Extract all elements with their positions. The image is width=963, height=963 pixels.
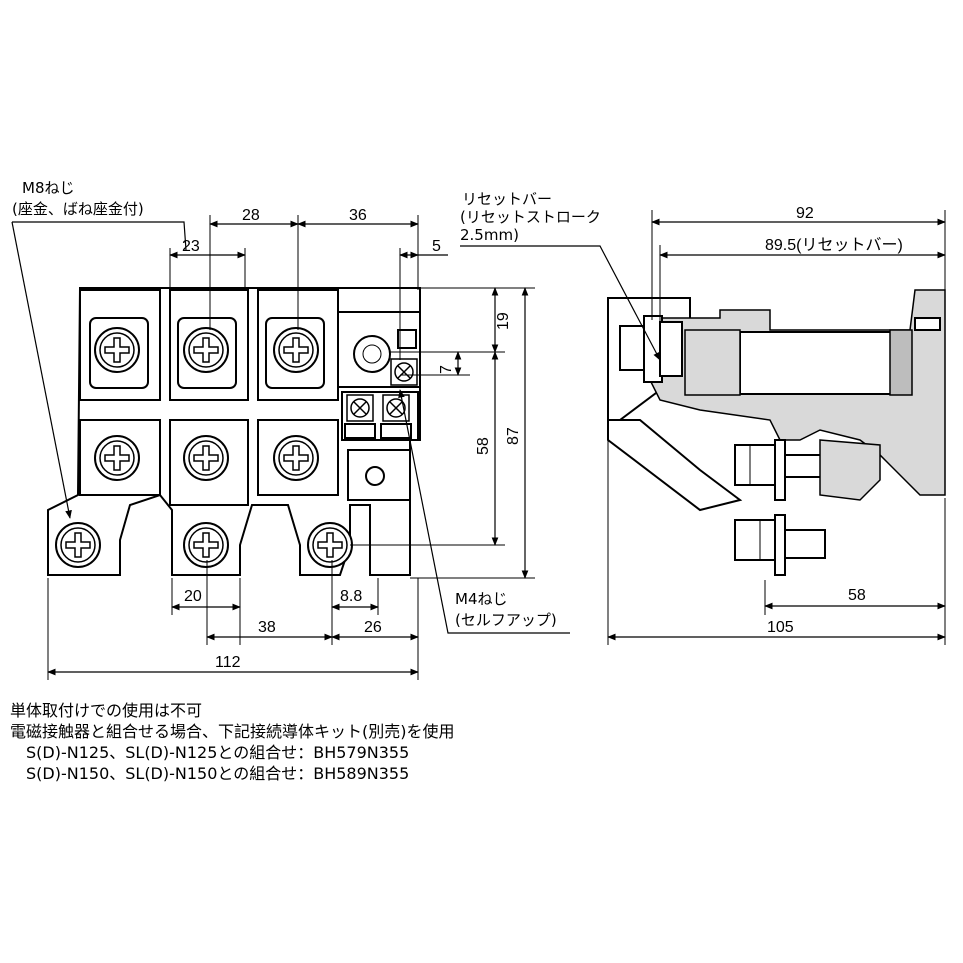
callout-m8-screw: M8ねじ xyxy=(22,179,75,197)
dim-58-side: 58 xyxy=(848,587,866,604)
callout-m8-screw-sub: (座金、ばね座金付) xyxy=(12,200,144,218)
note-line-3: S(D)-N125、SL(D)-N125との組合せ：BH579N355 xyxy=(10,743,410,762)
dim-19: 19 xyxy=(495,312,512,330)
callout-m4-screw: M4ねじ xyxy=(455,590,508,608)
dim-8-8: 8.8 xyxy=(340,588,362,605)
dim-58-front: 58 xyxy=(475,437,492,455)
dim-23: 23 xyxy=(182,238,200,255)
note-line-1: 単体取付けでの使用は不可 xyxy=(10,701,203,720)
note-line-2: 電磁接触器と組合せる場合、下記接続導体キット(別売)を使用 xyxy=(10,722,455,741)
callout-reset-stroke-value: 2.5mm) xyxy=(460,226,519,244)
note-line-4: S(D)-N150、SL(D)-N150との組合せ：BH589N355 xyxy=(10,764,410,783)
dim-7: 7 xyxy=(438,365,455,374)
dim-87: 87 xyxy=(505,427,522,445)
callout-reset-stroke: (リセットストローク xyxy=(460,208,601,226)
callout-m4-screw-sub: (セルフアップ) xyxy=(455,611,557,629)
dim-112: 112 xyxy=(215,654,241,671)
dim-92: 92 xyxy=(796,205,814,222)
dim-38: 38 xyxy=(258,619,276,636)
dim-28: 28 xyxy=(242,207,260,224)
dim-105: 105 xyxy=(767,619,794,636)
callout-reset-bar: リセットバー xyxy=(462,190,552,208)
dim-89-5: 89.5(リセットバー) xyxy=(765,237,903,254)
side-view: 92 89.5(リセットバー) 58 105 リセットバー (リセットストローク… xyxy=(460,190,946,645)
dim-26: 26 xyxy=(364,619,382,636)
dim-20: 20 xyxy=(184,588,202,605)
dim-5: 5 xyxy=(432,238,441,255)
notes-block: 単体取付けでの使用は不可 電磁接触器と組合せる場合、下記接続導体キット(別売)を… xyxy=(10,700,455,784)
dim-36: 36 xyxy=(349,207,367,224)
front-view: 28 36 23 5 19 7 58 87 20 38 xyxy=(11,179,570,680)
